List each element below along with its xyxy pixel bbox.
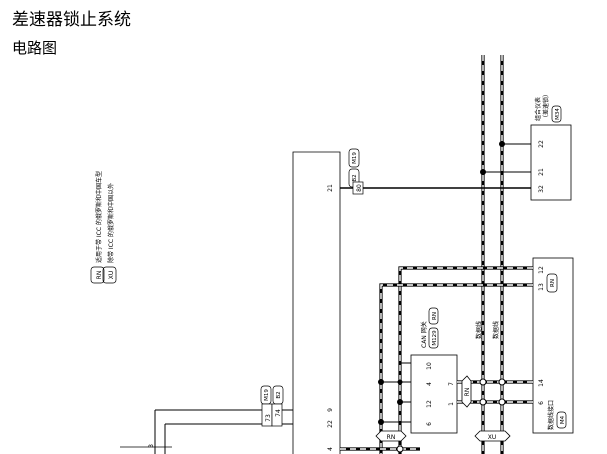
connector-label: M19 <box>352 152 358 164</box>
legend-item-xu: XU 除带 ICC 的俄罗斯和中国以外 <box>102 183 117 284</box>
connector-label: B2 <box>276 391 282 398</box>
control-module-box: 21 22 9 4 <box>292 151 341 454</box>
legend-text: 适用于带 ICC 的俄罗斯和中国车型 <box>95 171 103 263</box>
dlc-pin-13: 13 <box>538 283 545 291</box>
dlc-name: 数据线接口 <box>547 400 555 430</box>
data-link-connector: 12 13 14 6 RN 数据线接口 M4 <box>532 257 574 434</box>
bus-label: 数据线 <box>492 321 500 339</box>
connector-label: B2 <box>352 174 358 181</box>
tag-xu-bottom: XU <box>474 430 511 442</box>
legend-text: 除带 ICC 的俄罗斯和中国以外 <box>107 183 115 263</box>
combo-meter-name: （差速锁） <box>542 91 550 121</box>
tag-xu: XU <box>488 434 497 441</box>
can-pin-1: 1 <box>448 402 455 406</box>
combo-meter-name: 组合仪表 <box>534 97 542 121</box>
legend: RN 适用于带 ICC 的俄罗斯和中国车型 XU 除带 ICC 的俄罗斯和中国以… <box>90 171 117 284</box>
meter-pin-21: 21 <box>538 168 545 176</box>
pin-3: 3 <box>148 444 155 448</box>
combination-meter: 组合仪表 （差速锁） M34 22 21 32 <box>530 91 572 201</box>
can-pin-12: 12 <box>426 400 433 408</box>
can-gateway-name: CAN 网关 <box>420 321 428 348</box>
module-pin-22: 22 <box>327 420 334 428</box>
dlc-pin-6: 6 <box>538 401 545 405</box>
pin-80: 80 <box>356 184 363 192</box>
tag-rn-vertical: RN <box>461 375 472 408</box>
can-gateway: 10 4 12 6 7 1 CAN 网关 M129 RN <box>410 307 458 434</box>
can-gateway-tag: RN <box>432 312 438 320</box>
bus-label: 数据线 <box>475 321 483 339</box>
tag-rn-bottom: RN <box>375 430 407 442</box>
legend-code: RN <box>96 271 103 280</box>
connector-m19-b2-left: M19 B2 73 74 <box>260 385 284 427</box>
dlc-tag: RN <box>550 279 556 287</box>
module-pin-9: 9 <box>327 408 334 412</box>
can-gateway-connector: M129 <box>432 330 438 346</box>
can-pin-6: 6 <box>426 422 433 426</box>
dlc-pin-12: 12 <box>538 266 545 274</box>
dlc-connector: M4 <box>560 415 566 424</box>
page-subtitle: 电路图 <box>12 39 58 57</box>
legend-item-rn: RN 适用于带 ICC 的俄罗斯和中国车型 <box>90 171 105 284</box>
meter-pin-22: 22 <box>538 140 545 148</box>
page-title: 差速器锁止系统 <box>12 10 131 30</box>
connector-label: M19 <box>264 389 270 401</box>
pin-73: 73 <box>265 414 272 422</box>
can-pin-10: 10 <box>426 362 433 370</box>
connector-b2-m19-top: B2 M19 80 <box>348 148 364 195</box>
module-pin-4: 4 <box>327 447 334 451</box>
dlc-pin-14: 14 <box>538 379 545 387</box>
can-pin-7: 7 <box>448 382 455 386</box>
pin-74: 74 <box>275 409 282 417</box>
combo-meter-connector: M34 <box>555 108 561 120</box>
can-pin-4: 4 <box>426 382 433 386</box>
tag-rn: RN <box>464 388 471 397</box>
meter-pin-32: 32 <box>538 185 545 193</box>
legend-code: XU <box>108 271 115 280</box>
junction-dots <box>378 141 505 425</box>
tag-rn: RN <box>387 434 396 441</box>
open-junctions <box>396 378 506 453</box>
module-pin-21: 21 <box>327 184 334 192</box>
